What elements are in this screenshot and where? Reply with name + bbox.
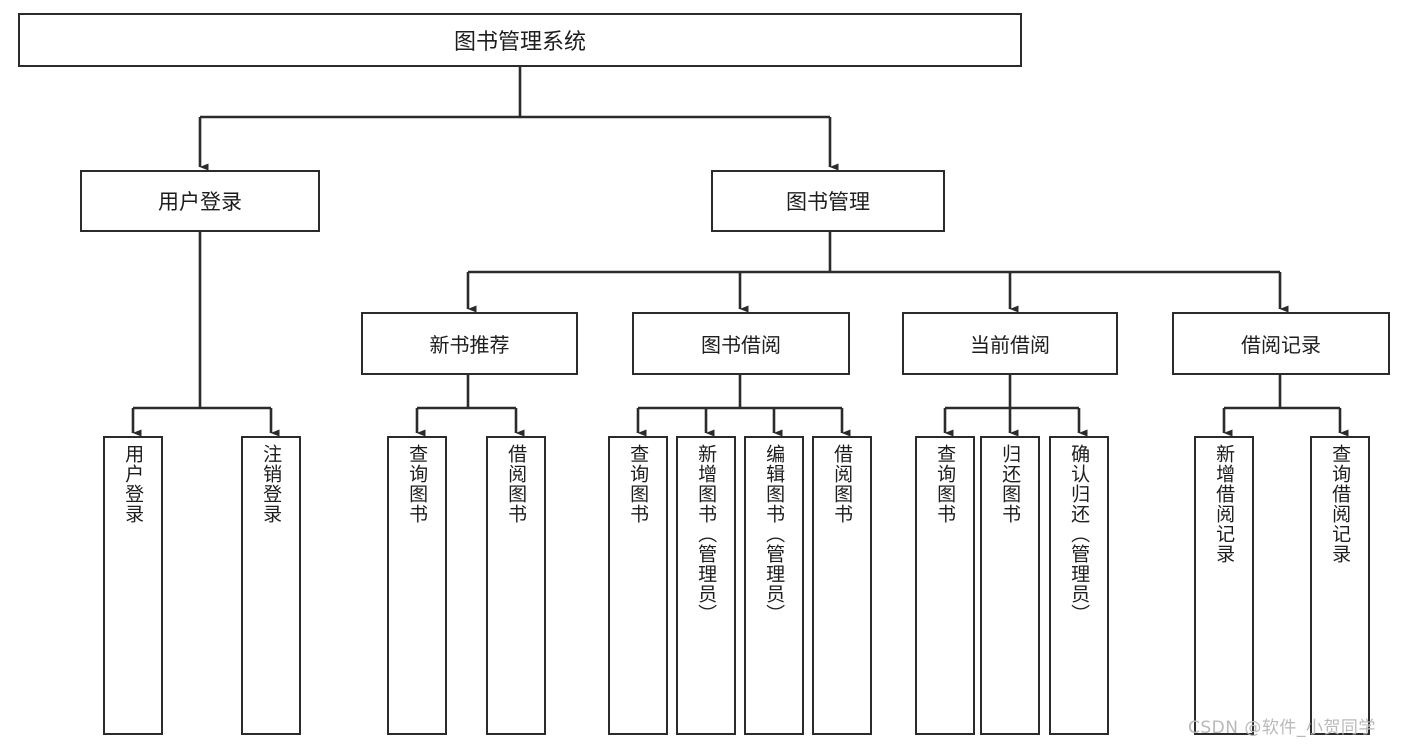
node-label: 当前借阅: [970, 333, 1050, 357]
node-label: 查询借阅记录: [1329, 444, 1352, 564]
leaf-query-book-borrow[interactable]: 查询图书: [608, 436, 668, 735]
node-label: 查询图书: [406, 444, 429, 524]
node-label: 借阅记录: [1241, 333, 1321, 357]
node-label: 新增借阅记录: [1213, 444, 1236, 564]
leaf-user-login[interactable]: 用户登录: [103, 436, 163, 735]
node-label: 图书管理系统: [453, 30, 586, 55]
node-label: 图书管理: [786, 190, 870, 214]
node-label: 用户登录: [122, 444, 145, 524]
leaf-return-book[interactable]: 归还图书: [980, 436, 1040, 735]
node-new-book-recommend[interactable]: 新书推荐: [361, 312, 578, 375]
leaf-add-book-admin[interactable]: 新增图书（管理员）: [676, 436, 736, 735]
node-book-borrow[interactable]: 图书借阅: [632, 312, 850, 375]
node-label: 新增图书（管理员）: [695, 444, 718, 624]
node-root-book-management-system[interactable]: 图书管理系统: [18, 13, 1022, 67]
node-borrow-record[interactable]: 借阅记录: [1172, 312, 1390, 375]
node-label: 编辑图书（管理员）: [763, 444, 786, 624]
node-label: 归还图书: [999, 444, 1022, 524]
leaf-add-borrow-record[interactable]: 新增借阅记录: [1194, 436, 1254, 735]
node-label: 查询图书: [627, 444, 650, 524]
leaf-query-book-recommend[interactable]: 查询图书: [387, 436, 447, 735]
leaf-query-borrow-record[interactable]: 查询借阅记录: [1310, 436, 1370, 735]
node-label: 新书推荐: [429, 333, 510, 357]
node-label: 确认归还（管理员）: [1068, 444, 1091, 624]
node-label: 用户登录: [158, 190, 242, 214]
node-current-borrow[interactable]: 当前借阅: [902, 312, 1118, 375]
node-book-management[interactable]: 图书管理: [711, 170, 945, 232]
node-label: 注销登录: [260, 444, 283, 524]
leaf-edit-book-admin[interactable]: 编辑图书（管理员）: [744, 436, 804, 735]
leaf-borrow-book-recommend[interactable]: 借阅图书: [486, 436, 546, 735]
leaf-logout-login[interactable]: 注销登录: [241, 436, 301, 735]
leaf-borrow-book[interactable]: 借阅图书: [812, 436, 872, 735]
leaf-confirm-return-admin[interactable]: 确认归还（管理员）: [1049, 436, 1109, 735]
node-label: 查询图书: [934, 444, 957, 524]
watermark: CSDN @软件_小贺同学: [1188, 718, 1376, 738]
leaf-query-book-current[interactable]: 查询图书: [915, 436, 975, 735]
node-label: 借阅图书: [831, 444, 854, 524]
node-user-login[interactable]: 用户登录: [80, 170, 320, 232]
node-label: 图书借阅: [701, 333, 781, 357]
node-label: 借阅图书: [505, 444, 528, 524]
